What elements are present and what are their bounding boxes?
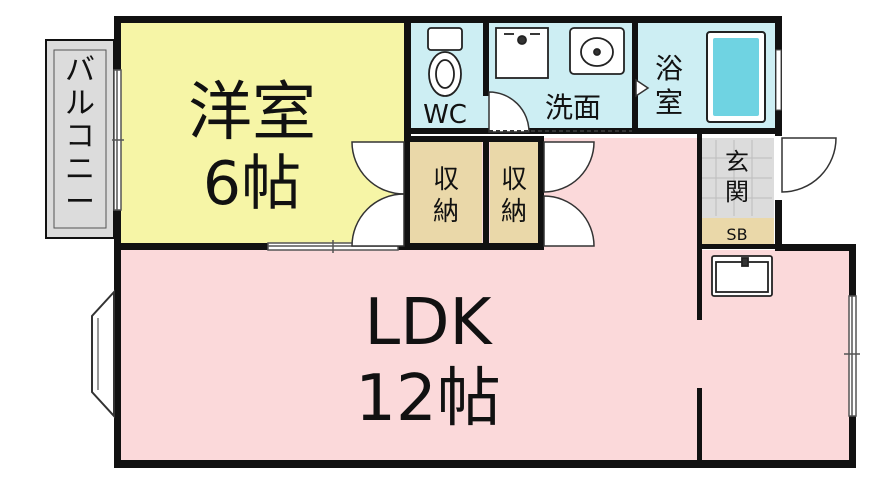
- storage2-char: 収: [501, 165, 527, 195]
- balcony-char: ル: [65, 86, 95, 121]
- kitchen-window: [844, 295, 860, 417]
- bath-window: [775, 49, 782, 111]
- storage2-char: 納: [501, 197, 527, 227]
- bedroom-name: 洋室: [188, 76, 316, 150]
- bath-char: 浴: [655, 52, 683, 85]
- storage1-floor: [410, 140, 482, 244]
- doors: [351, 78, 837, 247]
- shoebox-label: SB: [726, 225, 747, 244]
- balcony-inner: [53, 49, 107, 229]
- toilet-icon: [427, 27, 463, 97]
- washing-machine-icon: [495, 27, 549, 79]
- storage2-floor: [490, 140, 538, 244]
- balcony-char: コ: [65, 119, 95, 154]
- balcony-char: ー: [65, 185, 95, 220]
- bedroom-floor: [120, 22, 405, 244]
- washroom-label: 洗面: [545, 91, 601, 124]
- ldk-bay-window: [91, 289, 115, 419]
- bedroom-window: [112, 69, 124, 211]
- wc-label: WC: [423, 100, 467, 130]
- balcony-char: ニ: [65, 152, 95, 187]
- balcony-char: バ: [65, 53, 95, 88]
- ldk-name: LDK: [365, 286, 494, 360]
- bathtub-icon: [706, 31, 766, 123]
- entrance-tiles: [702, 140, 772, 216]
- balcony-label: バ ル コ ニ ー: [65, 53, 95, 220]
- kitchen-sink-icon: [711, 255, 773, 297]
- entrance-char: 関: [725, 178, 749, 206]
- bath-char: 室: [655, 86, 683, 119]
- wash-basin-icon: [569, 27, 625, 75]
- shoebox-floor: [700, 218, 774, 246]
- storage1-char: 収: [433, 165, 459, 195]
- entrance-char: 玄: [725, 148, 749, 176]
- storage1-char: 納: [433, 197, 459, 227]
- bedroom-size: 6帖: [203, 149, 301, 219]
- ldk-size: 12帖: [355, 362, 500, 436]
